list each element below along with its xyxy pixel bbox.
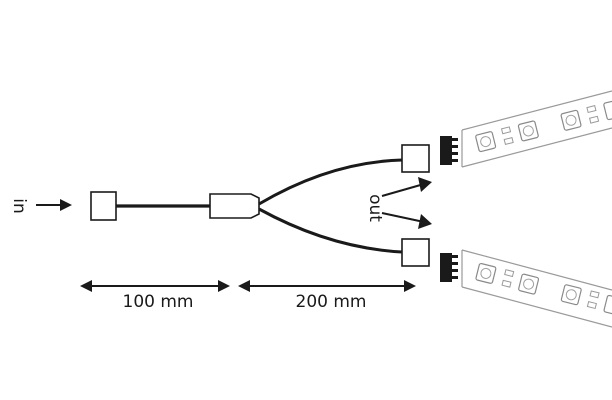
- output-label: out: [365, 194, 385, 222]
- length-label-100: 100 mm: [123, 292, 194, 312]
- output-connector-top: [401, 144, 430, 173]
- splitter-connector: [209, 193, 260, 219]
- dimension-arrow-icon-2: [238, 280, 416, 292]
- output-arrow-icon: [381, 177, 432, 229]
- branch-cables: [258, 158, 403, 254]
- pin-header-bottom: [440, 253, 458, 282]
- input-label: in: [9, 198, 29, 214]
- input-connector: [90, 191, 117, 221]
- length-label-200: 200 mm: [296, 292, 367, 312]
- output-connector-bottom: [401, 238, 430, 267]
- input-arrow-icon: [36, 199, 72, 211]
- led-strip-top: [461, 90, 612, 168]
- dimension-arrow-icon: [80, 280, 230, 292]
- pin-header-top: [440, 136, 458, 165]
- led-strip-bottom: [461, 249, 612, 328]
